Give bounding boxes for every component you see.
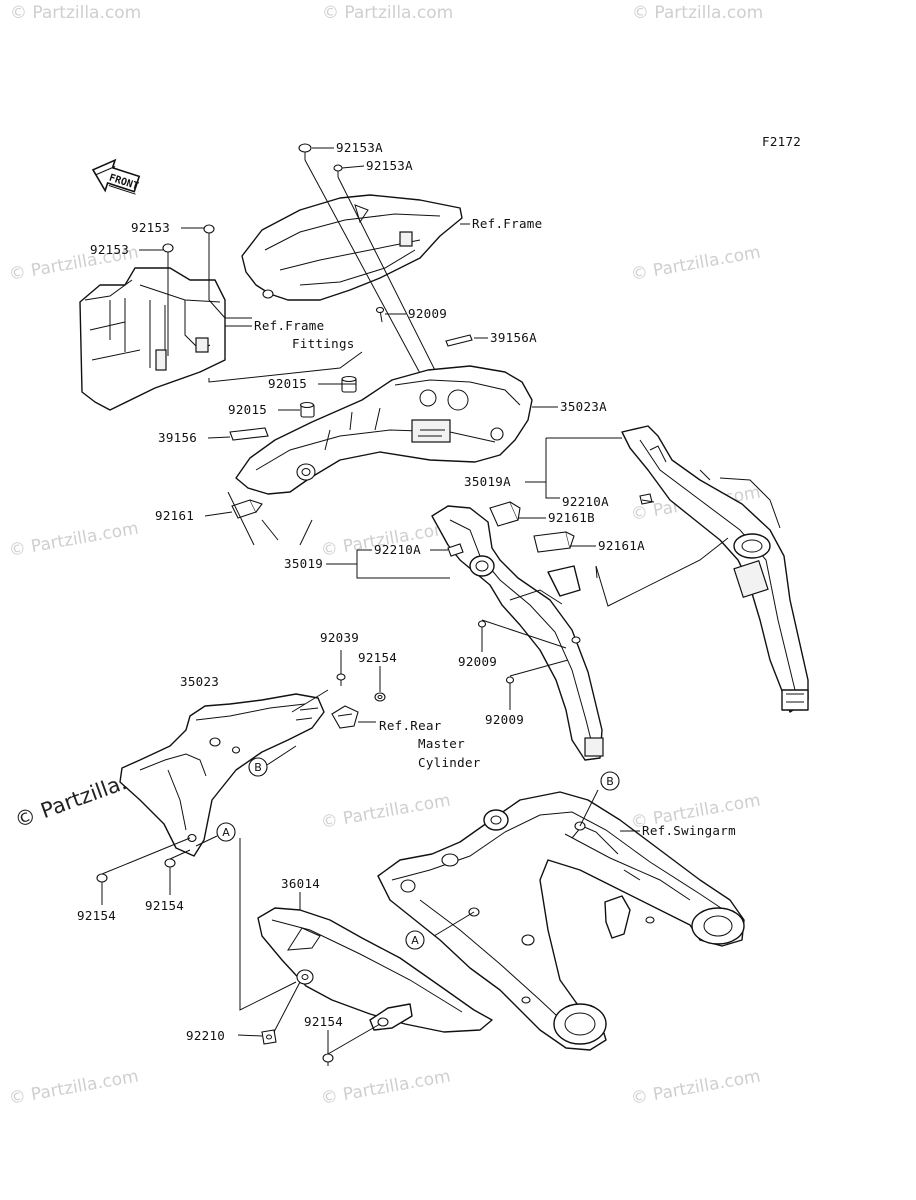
nut-92210: [261, 1029, 277, 1045]
callout-92161A: 92161A: [598, 538, 645, 553]
marker-A-left: A: [216, 822, 236, 842]
callout-92153A-second: 92153A: [366, 158, 413, 173]
svg-text:A: A: [222, 826, 230, 839]
screw-92154-top: [374, 692, 386, 702]
callout-ref-rear-line2: Master: [418, 736, 465, 751]
watermark: © Partzilla.com: [7, 518, 140, 560]
callout-92210: 92210: [186, 1028, 225, 1043]
marker-B-upper: B: [248, 757, 268, 777]
marker-A-swingarm: A: [405, 930, 425, 950]
watermark: © Partzilla.com: [629, 242, 762, 284]
pad-39156A: [445, 334, 473, 347]
callout-ref-rear-line3: Cylinder: [418, 755, 481, 770]
callout-92153-second: 92153: [90, 242, 129, 257]
nut-92210A-right: [639, 493, 653, 505]
watermark: © Partzilla.com: [7, 1066, 140, 1108]
block-92161B: [489, 501, 521, 527]
screw-92039: [336, 673, 346, 686]
screw-92153A-second: [333, 164, 343, 177]
callout-39156: 39156: [158, 430, 197, 445]
callout-35019: 35019: [284, 556, 323, 571]
watermark: © Partzilla.com: [319, 1066, 452, 1108]
callout-92154-left: 92154: [77, 908, 116, 923]
callout-ref-rear: Ref.Rear: [379, 718, 442, 733]
subframe-35019: [431, 505, 604, 761]
callout-92154-mid: 92154: [145, 898, 184, 913]
screw-92154-left: [96, 873, 108, 886]
screw-92154-bottom: [322, 1053, 334, 1066]
svg-text:A: A: [411, 934, 419, 947]
callout-92153-top: 92153: [131, 220, 170, 235]
screw-92153-second: [162, 243, 174, 258]
grommet-92015-right: [341, 375, 357, 393]
callout-labels: 92153A 92153A Ref.Frame 92153 92153 Ref.…: [77, 140, 736, 1043]
callout-92154-bottom: 92154: [304, 1014, 343, 1029]
callout-92015-left: 92015: [228, 402, 267, 417]
subframe-35019A: [621, 425, 809, 713]
screw-92009-low: [505, 676, 515, 692]
front-arrow-icon: FRONT: [91, 158, 141, 195]
nut-92210A-center: [447, 543, 464, 557]
svg-text:B: B: [606, 775, 614, 788]
callout-92161B: 92161B: [548, 510, 595, 525]
callout-92009-mid: 92009: [458, 654, 497, 669]
frame-fittings-part: [79, 241, 252, 411]
seat-cowl-35023A: [235, 365, 533, 495]
block-92161A: [533, 531, 575, 553]
watermark: © Partzilla.com: [319, 790, 452, 832]
screw-92153A-top: [298, 143, 312, 160]
svg-text:B: B: [254, 761, 262, 774]
callout-ref-frame-fittings-line2: Fittings: [292, 336, 355, 351]
watermark: © Partzilla.com: [629, 1066, 762, 1108]
callout-92009-low: 92009: [485, 712, 524, 727]
callout-ref-swingarm: Ref.Swingarm: [642, 823, 736, 838]
callout-92015-right: 92015: [268, 376, 307, 391]
callout-92210A-right: 92210A: [562, 494, 609, 509]
callout-36014: 36014: [281, 876, 320, 891]
bracket-ref-rear-master-cylinder: [331, 705, 359, 729]
callout-39156A: 39156A: [490, 330, 537, 345]
screw-92153-top: [203, 224, 215, 241]
callout-92154-top: 92154: [358, 650, 397, 665]
leader-lines: [101, 147, 655, 1054]
callout-92153A-top: 92153A: [336, 140, 383, 155]
callout-92039: 92039: [320, 630, 359, 645]
screw-92154-mid: [164, 858, 176, 872]
heel-guard-35023: [119, 693, 325, 857]
swingarm-ref: [377, 791, 745, 1051]
watermark: © Partzilla.com: [632, 3, 763, 23]
screw-92009-mid: [477, 620, 487, 636]
callout-ref-frame: Ref.Frame: [472, 216, 542, 231]
watermark: © Partzilla.com: [322, 3, 453, 23]
diagram-code: F2172: [762, 134, 801, 149]
screw-92009-top: [375, 306, 385, 323]
callout-92210A-center: 92210A: [374, 542, 421, 557]
callout-92009-top: 92009: [408, 306, 447, 321]
callout-35023: 35023: [180, 674, 219, 689]
callout-92161: 92161: [155, 508, 194, 523]
watermark: © Partzilla.com: [10, 3, 141, 23]
callout-35023A: 35023A: [560, 399, 607, 414]
marker-B-right: B: [600, 771, 620, 791]
pad-39156: [229, 427, 269, 441]
callout-35019A: 35019A: [464, 474, 511, 489]
chain-guard-36014: [257, 907, 493, 1033]
callout-ref-frame-fittings: Ref.Frame: [254, 318, 324, 333]
grommet-92015-left: [299, 401, 315, 418]
